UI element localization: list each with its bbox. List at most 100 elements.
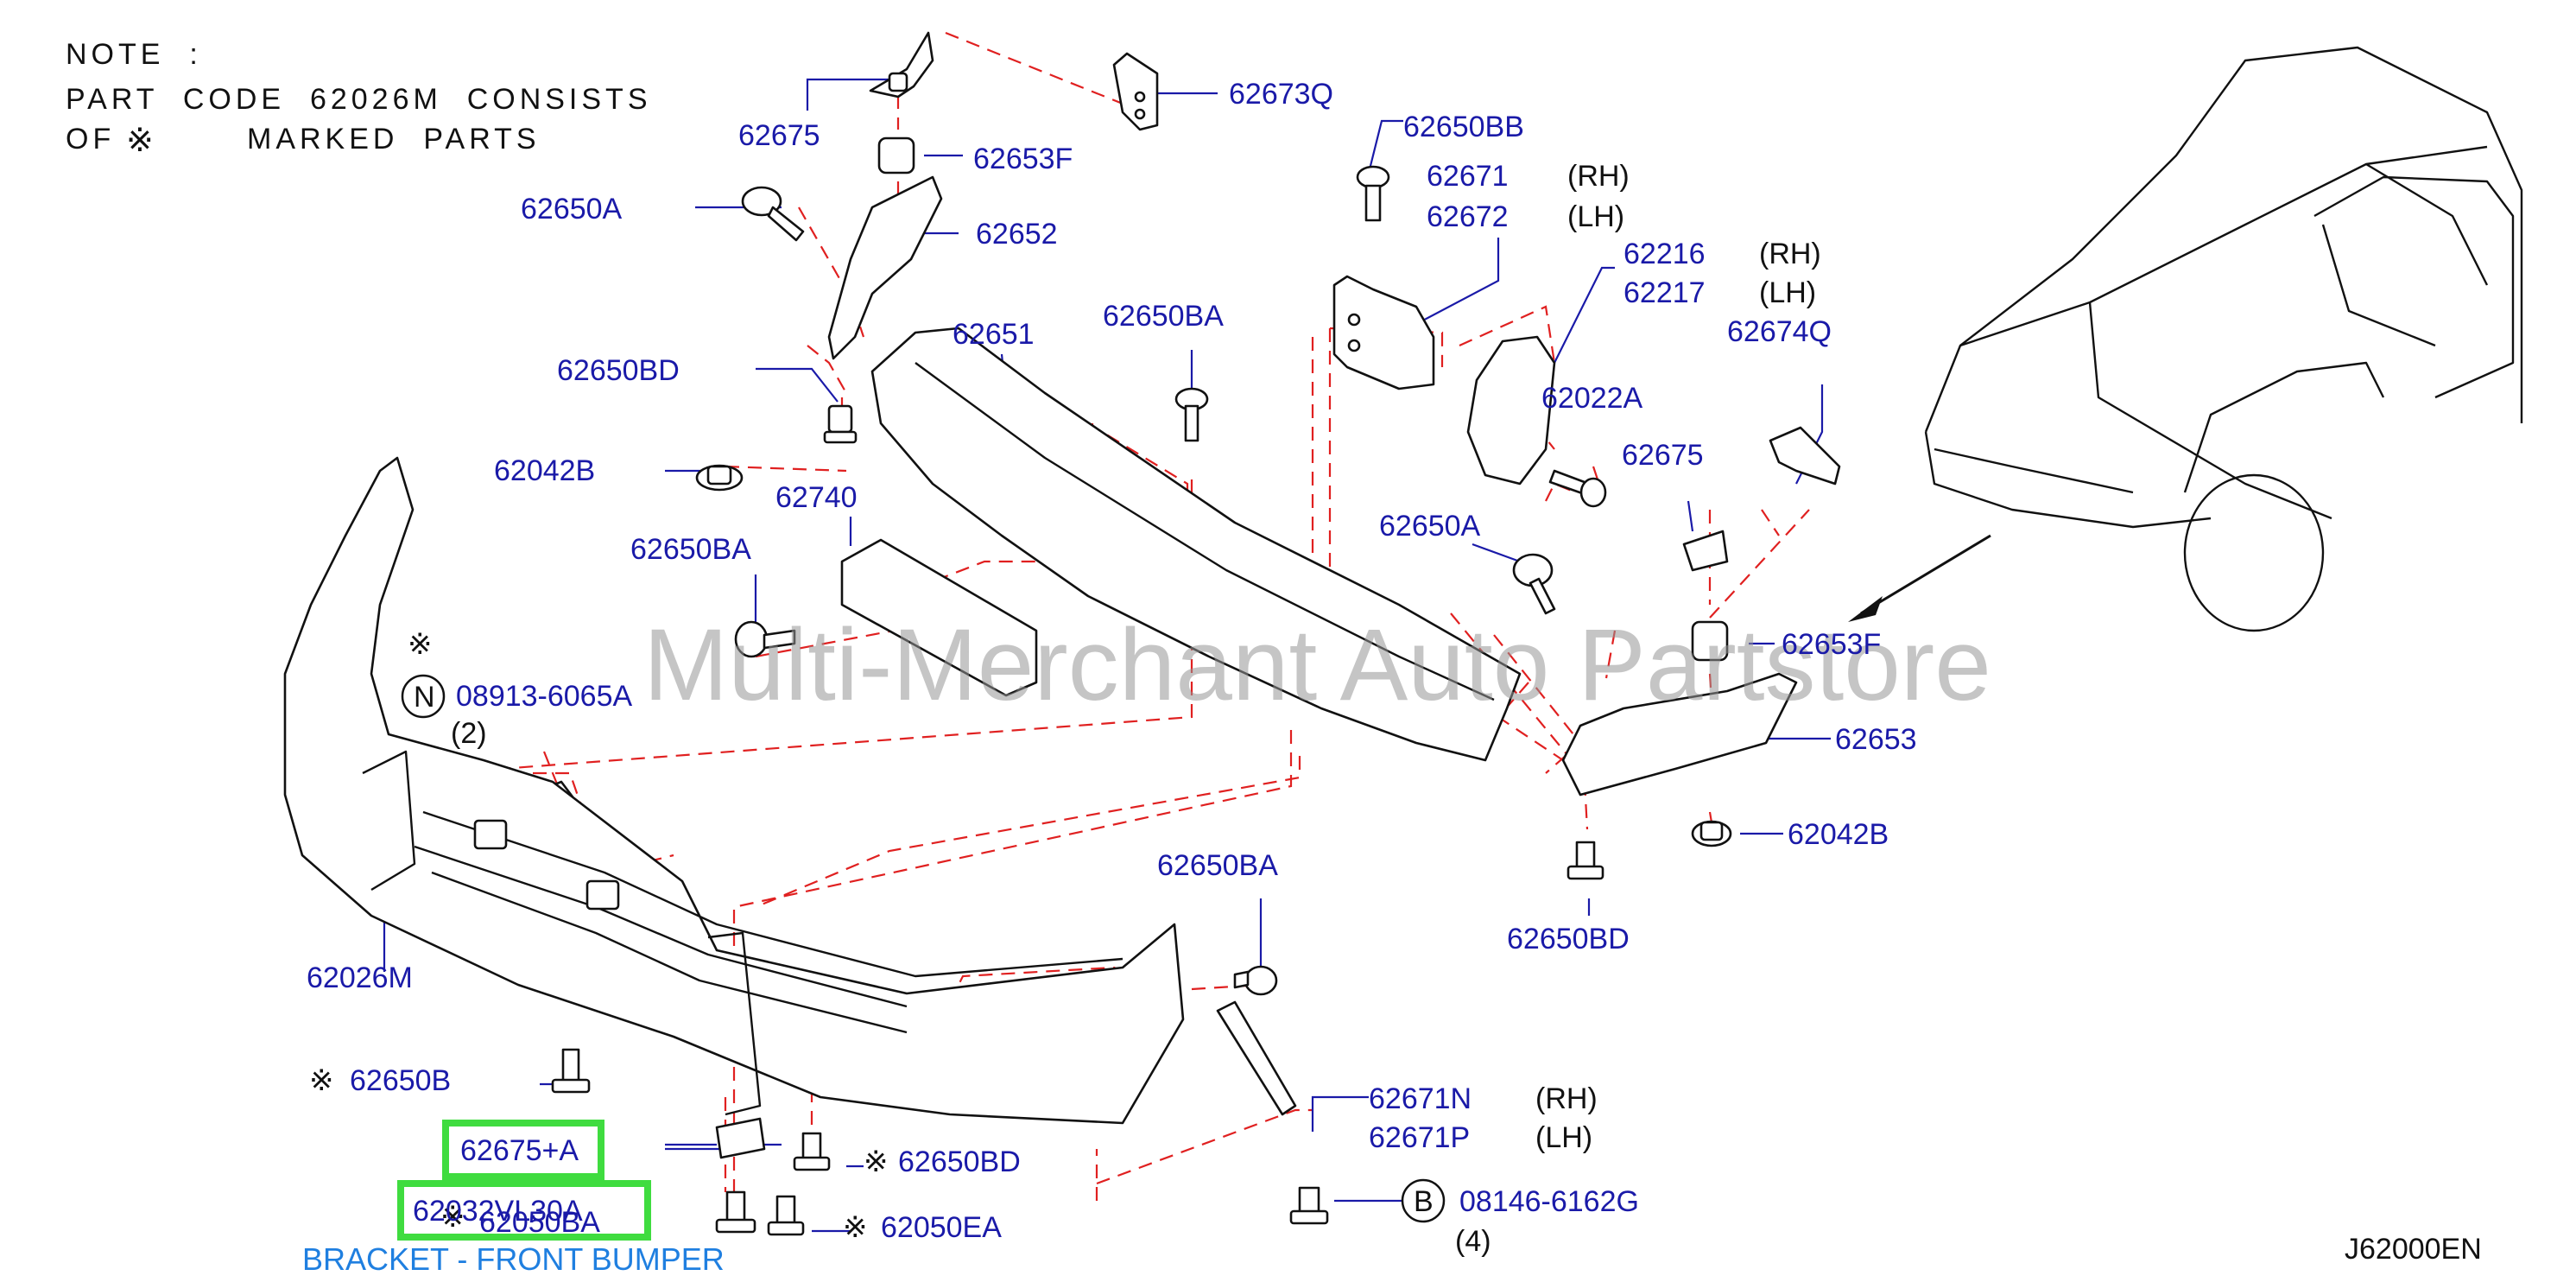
note-mark-symbol: ※ xyxy=(126,123,158,159)
bolt-62650bd-bottom-shape xyxy=(793,1132,831,1171)
bracket-62674q-shape xyxy=(1769,426,1841,486)
highlighted-labels: 62675+A 62032VL30A 62050BA xyxy=(397,1120,651,1241)
b-circle-letter: B xyxy=(1414,1185,1434,1218)
n-circle-letter: N xyxy=(414,681,435,714)
bolt-08146-shape xyxy=(1289,1186,1329,1225)
note-line-2: PART CODE 62026M CONSISTS xyxy=(66,83,652,116)
mark-symbols: ※ ※ ※ ※ ※ xyxy=(309,628,889,1244)
side-62672-lh: (LH) xyxy=(1567,200,1624,233)
label-62674q: 62674Q xyxy=(1727,315,1832,348)
rubber-62653f-top-shape xyxy=(877,136,915,175)
part-drawings xyxy=(283,31,2523,1236)
bracket-62673q-shape xyxy=(1112,52,1159,131)
label-62650bd-bottom: 62650BD xyxy=(898,1146,1021,1178)
label-62042b-right: 62042B xyxy=(1788,818,1889,851)
bolt-62650bb-shape xyxy=(1356,165,1390,222)
label-62650bd-top: 62650BD xyxy=(557,354,680,387)
label-62650ba-left: 62650BA xyxy=(630,533,751,566)
bracket-62216-shape xyxy=(1466,335,1556,486)
label-62050ba: 62050BA xyxy=(479,1206,600,1239)
side-62671-rh: (RH) xyxy=(1567,160,1630,193)
bolt-62650a-left-shape xyxy=(741,186,805,242)
vehicle-outline xyxy=(1924,46,2523,632)
label-62672: 62672 xyxy=(1427,200,1509,233)
label-62653f-right: 62653F xyxy=(1782,628,1881,661)
label-62675-right: 62675 xyxy=(1622,439,1704,472)
label-62740: 62740 xyxy=(775,481,858,514)
note-title: NOTE : xyxy=(66,38,202,71)
label-62671: 62671 xyxy=(1427,160,1509,193)
b-circle-icon xyxy=(1401,1178,1446,1223)
nut-62042b-left-shape xyxy=(695,464,744,492)
label-62026m: 62026M xyxy=(307,962,413,994)
label-08146-6162g: 08146-6162G xyxy=(1459,1185,1639,1218)
label-62652: 62652 xyxy=(976,218,1058,251)
watermark: Multi-Merchant Auto Partstore xyxy=(643,608,1991,722)
bracket-62675-top-shape xyxy=(869,31,934,98)
label-62650b: 62650B xyxy=(350,1064,451,1097)
label-62650bb: 62650BB xyxy=(1403,111,1524,143)
bolt-62650bd-right-shape xyxy=(1566,841,1604,880)
bolt-62650ba-left-shape xyxy=(734,620,796,658)
bracket-62652-shape xyxy=(827,175,943,360)
label-08913-6065a: 08913-6065A xyxy=(456,680,633,713)
bolt-62650a-right-shape xyxy=(1512,553,1556,615)
bumper-fascia-62026m-shape xyxy=(283,456,1185,1125)
bolt-62050ba-shape xyxy=(715,1190,756,1234)
mark-symbol-08913: ※ xyxy=(408,628,433,661)
bolt-62650ba-bottom-shape xyxy=(1233,965,1278,996)
label-62675a: 62675+A xyxy=(460,1134,579,1167)
label-62042b-left: 62042B xyxy=(494,454,595,487)
note-line-3-suffix: MARKED PARTS xyxy=(247,123,541,155)
label-62651: 62651 xyxy=(953,318,1035,351)
label-62022a: 62022A xyxy=(1541,382,1643,415)
bolt-62650ba-top-shape xyxy=(1174,387,1209,442)
highlight-box-62032vl30a xyxy=(397,1180,651,1241)
bolt-62022a-shape xyxy=(1548,469,1607,508)
label-62650ba-bottom: 62650BA xyxy=(1157,849,1278,882)
qty-08146: (4) xyxy=(1455,1225,1491,1258)
label-62650ba-top: 62650BA xyxy=(1103,300,1224,333)
nut-62042b-right-shape xyxy=(1691,820,1732,847)
label-62673q: 62673Q xyxy=(1229,78,1333,111)
label-62217: 62217 xyxy=(1623,276,1706,309)
bolt-62650b-shape xyxy=(551,1048,591,1094)
mark-symbol-62050ea: ※ xyxy=(843,1211,868,1244)
label-62671n: 62671N xyxy=(1369,1082,1472,1115)
mark-symbol-62650bd: ※ xyxy=(864,1146,889,1178)
label-62675-top: 62675 xyxy=(738,119,820,152)
label-62653f-top: 62653F xyxy=(973,143,1073,175)
side-62217-lh: (LH) xyxy=(1759,276,1816,309)
symbol-circles: N B xyxy=(401,674,1446,1223)
n-circle-icon xyxy=(401,674,446,719)
label-62653: 62653 xyxy=(1835,723,1917,756)
label-62650a-left: 62650A xyxy=(521,193,623,225)
side-62216-rh: (RH) xyxy=(1759,238,1821,270)
stay-62671n-shape xyxy=(1216,1000,1297,1116)
bolt-62650bd-top-shape xyxy=(823,404,858,444)
diagram-code: J62000EN xyxy=(2345,1233,2482,1266)
label-62032vl30a: 62032VL30A xyxy=(413,1195,583,1228)
bolt-62050ea-shape xyxy=(767,1195,805,1236)
bracket-62671-shape xyxy=(1332,275,1435,390)
label-62050ea: 62050EA xyxy=(881,1211,1002,1244)
label-62216: 62216 xyxy=(1623,238,1706,270)
bracket-62675-right-shape xyxy=(1682,530,1729,572)
side-62671p-lh: (LH) xyxy=(1535,1121,1592,1154)
rubber-62653f-right-shape xyxy=(1691,620,1729,662)
caption-bracket-front-bumper: BRACKET - FRONT BUMPER xyxy=(302,1241,725,1277)
absorber-62740-shape xyxy=(840,538,1038,697)
label-62650bd-right: 62650BD xyxy=(1507,923,1630,955)
label-62650a-right: 62650A xyxy=(1379,510,1481,543)
qty-08913: (2) xyxy=(451,717,487,750)
bracket-62675a-shape xyxy=(715,1117,766,1159)
direction-arrow-head xyxy=(1848,596,1883,622)
label-62671p: 62671P xyxy=(1369,1121,1470,1154)
bumper-side-62653-shape xyxy=(1561,672,1798,796)
mark-symbol-62650b: ※ xyxy=(309,1064,334,1097)
note-line-3-prefix: OF xyxy=(66,123,116,155)
part-labels: 62675 62673Q 62653F 62650A 62652 62650BD… xyxy=(307,78,2482,1266)
mark-symbol-62050ba: ※ xyxy=(440,1201,465,1234)
